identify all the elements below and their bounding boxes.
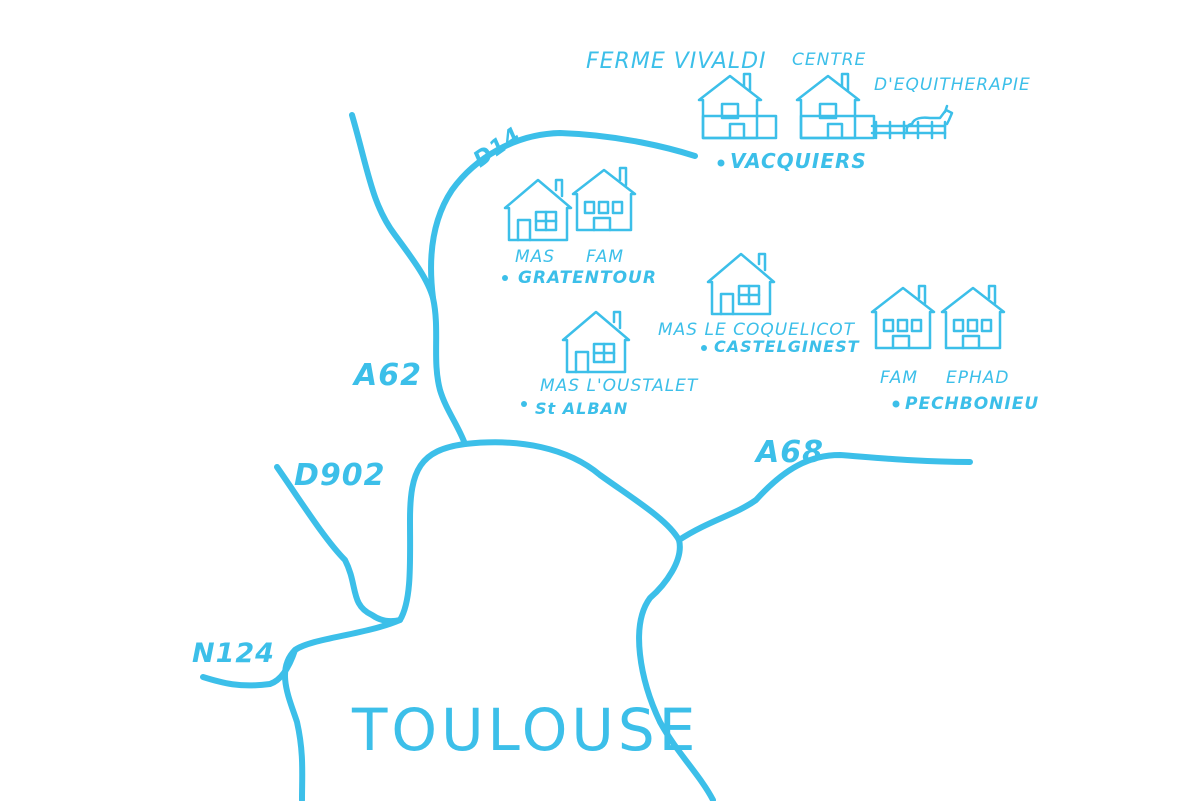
facility-label-pechbonieu-ephad: EPHAD	[946, 368, 1010, 388]
facility-label-centre-line1: CENTRE	[792, 50, 866, 70]
facility-label-ferme-vivaldi: FERME VIVALDI	[586, 49, 767, 74]
house-icon	[706, 252, 776, 316]
facility-label-centre-line2: D'EQUITHERAPIE	[874, 75, 1031, 95]
st-alban-group: MAS L'OUSTALET St ALBAN	[521, 310, 699, 418]
road-label-d902: D902	[294, 458, 386, 493]
city-label-toulouse: TOULOUSE	[351, 696, 699, 764]
facility-label-gratentour-fam: FAM	[586, 247, 624, 267]
place-label-castelginest: CASTELGINEST	[714, 337, 860, 356]
place-label-vacquiers: VACQUIERS	[730, 149, 867, 173]
road-label-d14: D14	[469, 123, 526, 173]
location-dot-icon	[892, 400, 900, 408]
house-icon	[940, 284, 1006, 350]
road-n124	[200, 647, 298, 689]
location-dot-icon	[502, 275, 508, 281]
road-d14	[428, 130, 698, 301]
facility-label-gratentour-mas: MAS	[515, 247, 555, 267]
ring-road	[462, 439, 716, 801]
house-icon	[503, 178, 573, 242]
facility-label-oustalet: MAS L'OUSTALET	[540, 376, 699, 396]
place-label-gratentour: GRATENTOUR	[518, 268, 657, 288]
house-icon	[870, 284, 936, 350]
road-d902	[274, 464, 403, 625]
gratentour-group: MAS FAM GRATENTOUR	[502, 166, 657, 288]
road-label-n124: N124	[192, 638, 275, 669]
place-label-st-alban: St ALBAN	[535, 399, 628, 418]
pechbonieu-group: FAM EPHAD PECHBONIEU	[870, 284, 1039, 414]
location-dot-icon	[717, 159, 725, 167]
facility-label-coquelicot: MAS LE COQUELICOT	[658, 320, 856, 340]
road-label-a62: A62	[352, 358, 422, 393]
road-label-a68: A68	[754, 435, 824, 470]
house-icon	[561, 310, 631, 374]
castelginest-group: MAS LE COQUELICOT CASTELGINEST	[658, 252, 860, 356]
horse-icon	[905, 104, 954, 134]
road-a62	[349, 112, 468, 447]
place-label-pechbonieu: PECHBONIEU	[905, 394, 1039, 414]
location-dot-icon	[521, 401, 527, 407]
fence-icon	[870, 120, 947, 140]
house-icon	[571, 166, 637, 232]
facility-label-pechbonieu-fam: FAM	[880, 368, 918, 388]
ring-road-west	[282, 441, 468, 801]
house-icon	[795, 72, 876, 140]
road-labels: D14 A62 D902 N124 A68	[192, 123, 824, 669]
house-icon	[697, 72, 778, 140]
location-dot-icon	[701, 345, 707, 351]
road-network	[200, 112, 973, 801]
ferme-vivaldi-group: FERME VIVALDI CENTRE D'EQUITHERAPIE VACQ…	[586, 49, 1031, 173]
road-a68	[676, 452, 973, 543]
